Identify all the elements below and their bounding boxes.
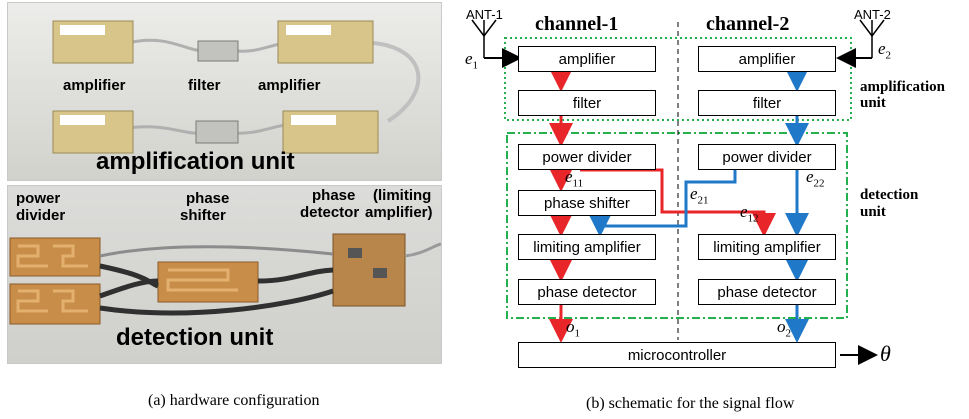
photo-label-phase-detector-2: detector [300,204,360,221]
photo-label-limiting: (limiting [373,187,432,204]
photo-label-amplifier-paren: amplifier) [365,204,433,221]
signal-e11-label: e11 [565,167,584,190]
photo-label-amplifier-right: amplifier [258,77,321,94]
caption-a: (a) hardware configuration [148,392,320,409]
ch1-phase-detector-block: phase detector [518,279,656,305]
ch1-power-divider-block: power divider [518,144,656,170]
signal-e21-label: e21 [690,184,709,207]
photo-label-power: power [16,190,61,207]
ch1-filter-block: filter [518,90,656,116]
amplification-unit-photo: amplifier filter amplifier amplification… [7,2,442,181]
photo-label-amplifier-left: amplifier [63,77,126,94]
photo-label-phase-detector-1: phase [312,187,356,204]
photo-label-detection-unit: detection unit [116,324,274,351]
ch2-phase-detector-block: phase detector [698,279,836,305]
photo-label-phase-shifter-2: shifter [180,207,226,224]
detection-photo-drawing [9,233,441,325]
photo-label-filter: filter [188,77,221,94]
amplification-unit-label-1: amplification [860,79,945,95]
ch1-phase-shifter-block: phase shifter [518,190,656,216]
ch2-limiting-amplifier-block: limiting amplifier [698,234,836,260]
microcontroller-block: microcontroller [518,342,836,368]
photo-label-divider: divider [16,207,66,224]
amplification-unit-border [504,37,852,121]
ch2-amplifier-block: amplifier [698,46,836,72]
signal-e2-label: e2 [878,39,892,62]
detection-unit-border [506,132,848,319]
photo-label-amplification-unit: amplification unit [96,148,295,175]
signal-e22-label: e22 [806,167,825,190]
ch1-amplifier-block: amplifier [518,46,656,72]
caption-b: (b) schematic for the signal flow [586,395,795,412]
signal-e1-label: e1 [465,49,479,72]
photo-label-phase-shifter-1: phase [186,190,230,207]
channel-2-title: channel-2 [706,13,790,35]
detection-unit-photo: power divider phase shifter phase detect… [7,185,442,364]
antenna-2-label: ANT-2 [854,7,891,22]
signal-e12-label: e12 [740,202,759,225]
antenna-2-icon [859,19,885,58]
antenna-1-icon [471,19,497,58]
signal-o2-label: o2 [777,317,791,340]
signal-o1-label: o1 [566,317,580,340]
detection-unit-label-1: detection [860,187,919,203]
ch2-power-divider-block: power divider [698,144,836,170]
channel-1-title: channel-1 [535,13,619,35]
detection-unit-label-2: unit [860,204,886,220]
amplification-photo-drawing [52,20,421,154]
amplification-unit-label-2: unit [860,95,886,111]
ch1-limiting-amplifier-block: limiting amplifier [518,234,656,260]
antenna-1-label: ANT-1 [466,7,503,22]
output-theta-label: θ [880,341,891,366]
ch2-filter-block: filter [698,90,836,116]
